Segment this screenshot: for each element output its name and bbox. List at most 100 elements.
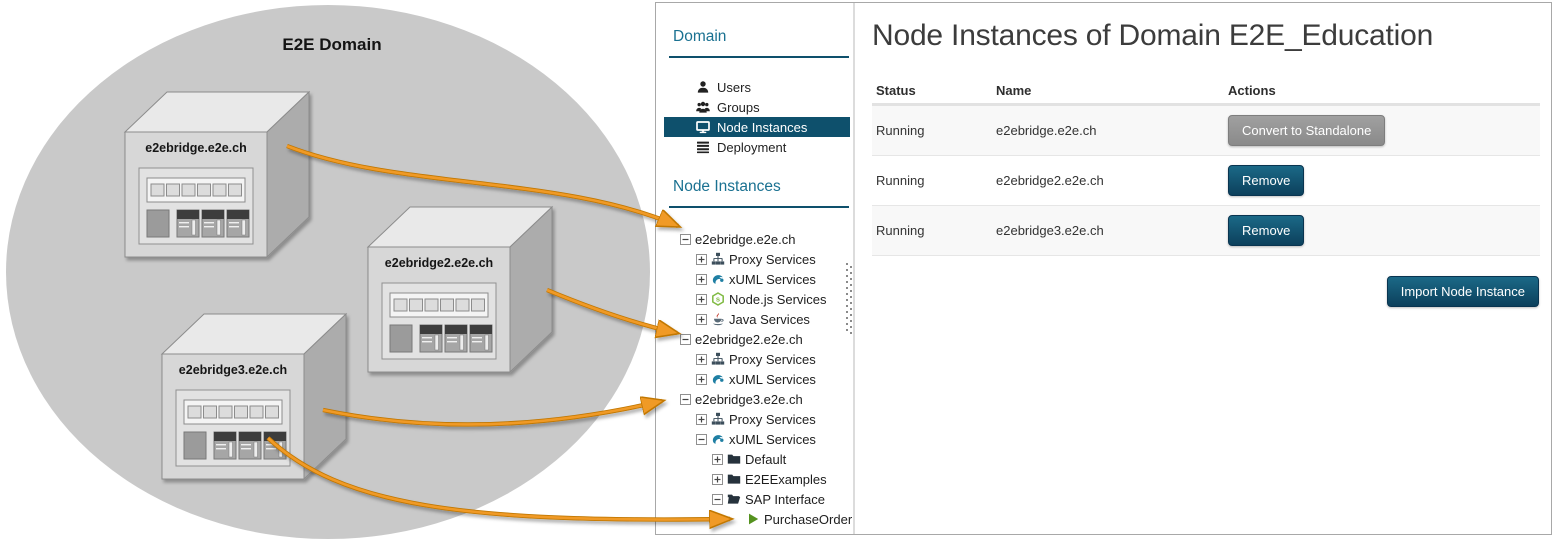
tree-item-label: Default	[745, 451, 787, 467]
status-cell: Running	[876, 223, 925, 238]
domain-label: E2E Domain	[282, 35, 381, 54]
tree-item-proxy-services[interactable]: Proxy Services	[656, 349, 850, 369]
arrow-to-node3	[322, 401, 662, 426]
expand-icon[interactable]	[696, 253, 707, 265]
service-icon	[746, 512, 760, 526]
tree-item-xuml-services[interactable]: xUML Services	[656, 369, 850, 389]
proxy-icon	[711, 352, 725, 366]
sidebar-node-instances-heading: Node Instances	[669, 177, 849, 208]
collapse-icon[interactable]	[696, 433, 707, 445]
sidebar-item-groups[interactable]: Groups	[664, 97, 850, 117]
node-box-3-label: e2ebridge3.e2e.ch	[179, 363, 287, 377]
xuml-icon	[711, 432, 725, 446]
collapse-icon[interactable]	[680, 233, 691, 245]
expand-icon[interactable]	[696, 293, 707, 305]
proxy-icon	[711, 252, 725, 266]
sidebar-item-label: Users	[717, 79, 751, 95]
java-icon	[711, 312, 725, 326]
sidebar-splitter[interactable]	[853, 3, 855, 534]
tree-item-sap-interface[interactable]: SAP Interface	[656, 489, 850, 509]
tree-item-e2eexamples[interactable]: E2EExamples	[656, 469, 850, 489]
expand-icon[interactable]	[696, 373, 707, 385]
column-header-status: Status	[876, 83, 916, 98]
monitor-icon	[696, 120, 710, 134]
sidebar-item-label: Deployment	[717, 139, 787, 155]
node-box-1-label: e2ebridge.e2e.ch	[145, 141, 246, 155]
user-icon	[696, 80, 710, 94]
remove-button[interactable]: Remove	[1228, 215, 1305, 246]
table-row: Running e2ebridge2.e2e.ch Remove	[872, 156, 1540, 206]
node-box-1: e2ebridge.e2e.ch	[124, 91, 310, 258]
name-cell: e2ebridge3.e2e.ch	[996, 223, 1104, 238]
node-box-2-label: e2ebridge2.e2e.ch	[385, 256, 493, 270]
tree-item-label: xUML Services	[729, 271, 816, 287]
expand-icon[interactable]	[696, 353, 707, 365]
name-cell: e2ebridge.e2e.ch	[996, 123, 1097, 138]
collapse-icon[interactable]	[712, 493, 723, 505]
splitter-grip[interactable]	[845, 263, 853, 335]
folder-open-icon	[727, 492, 741, 506]
tree-item-label: PurchaseOrder	[764, 511, 853, 527]
tree-item-label: e2ebridge2.e2e.ch	[695, 331, 803, 347]
column-header-name: Name	[996, 83, 1032, 98]
domain-ellipse	[6, 5, 650, 539]
column-header-actions: Actions	[1228, 83, 1276, 98]
tree-item-purchaseorder[interactable]: PurchaseOrder	[656, 509, 853, 529]
expand-icon[interactable]	[696, 313, 707, 325]
tree-item-e2ebridge2-e2e-ch[interactable]: e2ebridge2.e2e.ch	[656, 329, 850, 349]
arrow-to-node1	[286, 144, 678, 226]
tree-item-label: SAP Interface	[745, 491, 825, 507]
expand-icon[interactable]	[712, 453, 723, 465]
sidebar-item-deployment[interactable]: Deployment	[664, 137, 850, 157]
tree-item-node-js-services[interactable]: s Node.js Services	[656, 289, 850, 309]
tree-item-label: Node.js Services	[729, 291, 827, 307]
collapse-icon[interactable]	[680, 333, 691, 345]
remove-button[interactable]: Remove	[1228, 165, 1305, 196]
tree-item-e2ebridge3-e2e-ch[interactable]: e2ebridge3.e2e.ch	[656, 389, 850, 409]
tree-item-proxy-services[interactable]: Proxy Services	[656, 409, 850, 429]
tree-item-label: xUML Services	[729, 431, 816, 447]
import-node-instance-button[interactable]: Import Node Instance	[1386, 276, 1539, 307]
expand-icon[interactable]	[712, 473, 723, 485]
expand-icon[interactable]	[696, 413, 707, 425]
xuml-icon	[711, 372, 725, 386]
main-content: Node Instances of Domain E2E_Education S…	[855, 3, 1551, 534]
proxy-icon	[711, 412, 725, 426]
tree-item-label: Proxy Services	[729, 351, 816, 367]
users-icon	[696, 100, 710, 114]
tree-item-xuml-services[interactable]: xUML Services	[656, 269, 850, 289]
sidebar-item-node-instances[interactable]: Node Instances	[664, 117, 850, 137]
table-row: Running e2ebridge3.e2e.ch Remove	[872, 206, 1540, 256]
collapse-icon[interactable]	[680, 393, 691, 405]
tree-item-xuml-services[interactable]: xUML Services	[656, 429, 850, 449]
sidebar-item-label: Groups	[717, 99, 760, 115]
folder-icon	[727, 452, 741, 466]
sidebar-item-label: Node Instances	[717, 119, 808, 135]
table-header: Status Name Actions	[872, 78, 1540, 106]
convert-to-standalone-button[interactable]: Convert to Standalone	[1228, 115, 1386, 146]
page-title: Node Instances of Domain E2E_Education	[872, 19, 1434, 52]
tree-item-label: xUML Services	[729, 371, 816, 387]
tree-item-label: Java Services	[729, 311, 810, 327]
node-instances-table: Status Name Actions Running e2ebridge.e2e…	[872, 78, 1540, 256]
tree-item-proxy-services[interactable]: Proxy Services	[656, 249, 850, 269]
tree-item-java-services[interactable]: Java Services	[656, 309, 850, 329]
tree-item-label: Proxy Services	[729, 411, 816, 427]
tree-item-default[interactable]: Default	[656, 449, 850, 469]
xuml-icon	[711, 272, 725, 286]
tree-item-e2ebridge-e2e-ch[interactable]: e2ebridge.e2e.ch	[656, 229, 850, 249]
sidebar-domain-heading: Domain	[669, 27, 849, 58]
name-cell: e2ebridge2.e2e.ch	[996, 173, 1104, 188]
svg-text:s: s	[716, 295, 720, 304]
node-box-2: e2ebridge2.e2e.ch	[367, 206, 553, 373]
expand-icon[interactable]	[696, 273, 707, 285]
tree-item-label: E2EExamples	[745, 471, 827, 487]
status-cell: Running	[876, 173, 925, 188]
deployment-icon	[696, 140, 710, 154]
sidebar-item-users[interactable]: Users	[664, 77, 850, 97]
status-cell: Running	[876, 123, 925, 138]
